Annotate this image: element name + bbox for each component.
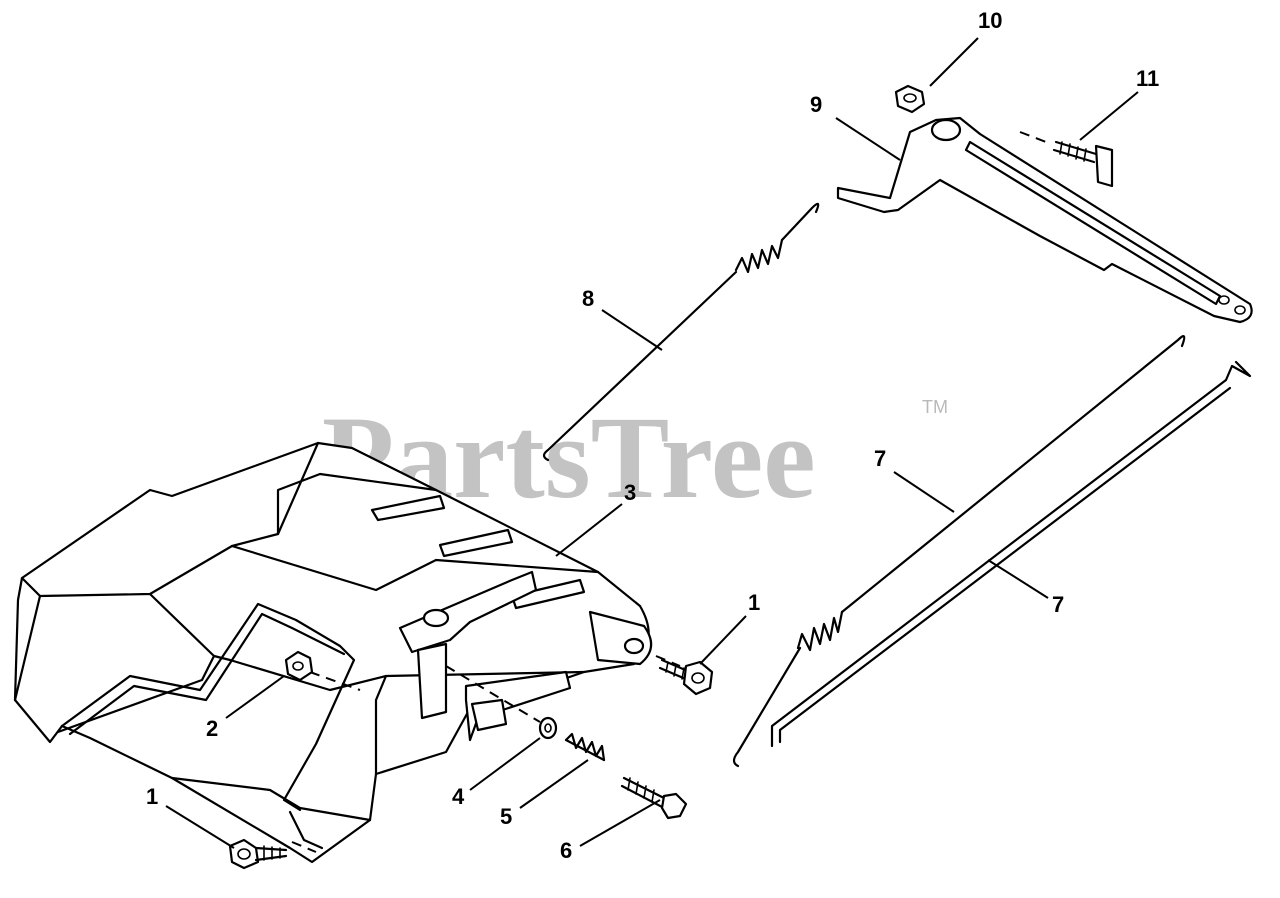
- callout-9[interactable]: 8: [582, 286, 594, 311]
- callout-11[interactable]: 10: [978, 8, 1002, 33]
- callout-8[interactable]: 7: [874, 446, 886, 471]
- part-4-washer[interactable]: [538, 716, 558, 740]
- part-1a-bolt[interactable]: [658, 658, 714, 696]
- callout-labels: 10 11 9 8 3 7 7 1 2 4 5 6 1: [146, 8, 1159, 863]
- watermark-trademark: TM: [922, 397, 948, 417]
- part-7-rod[interactable]: [770, 360, 1252, 748]
- part-5-spring[interactable]: [564, 732, 606, 762]
- part-3-cover[interactable]: [13, 441, 653, 864]
- part-1b-bolt[interactable]: [228, 838, 288, 870]
- part-10-bracket[interactable]: [836, 116, 1253, 324]
- callout-5[interactable]: 5: [500, 804, 512, 829]
- callout-12[interactable]: 11: [1136, 66, 1159, 91]
- part-9-cable[interactable]: [542, 202, 820, 462]
- callout-6[interactable]: 6: [560, 838, 572, 863]
- assembly-line-4: [445, 665, 541, 723]
- callout-3[interactable]: 3: [624, 480, 636, 505]
- callout-10[interactable]: 9: [810, 92, 822, 117]
- part-8-cable[interactable]: [732, 335, 1186, 768]
- callout-1b[interactable]: 1: [146, 784, 158, 809]
- assembly-line-1b: [291, 841, 317, 853]
- assembly-line-2: [309, 671, 361, 691]
- part-12-bolt[interactable]: [1019, 131, 1114, 188]
- part-2-nut[interactable]: [284, 650, 314, 682]
- callout-7[interactable]: 7: [1052, 592, 1064, 617]
- callout-1a[interactable]: 1: [748, 590, 760, 615]
- callout-leaders: [165, 37, 1139, 849]
- part-6-bolt[interactable]: [620, 776, 688, 820]
- callout-2[interactable]: 2: [206, 716, 218, 741]
- callout-4[interactable]: 4: [452, 784, 465, 809]
- part-11-nut[interactable]: [894, 84, 926, 114]
